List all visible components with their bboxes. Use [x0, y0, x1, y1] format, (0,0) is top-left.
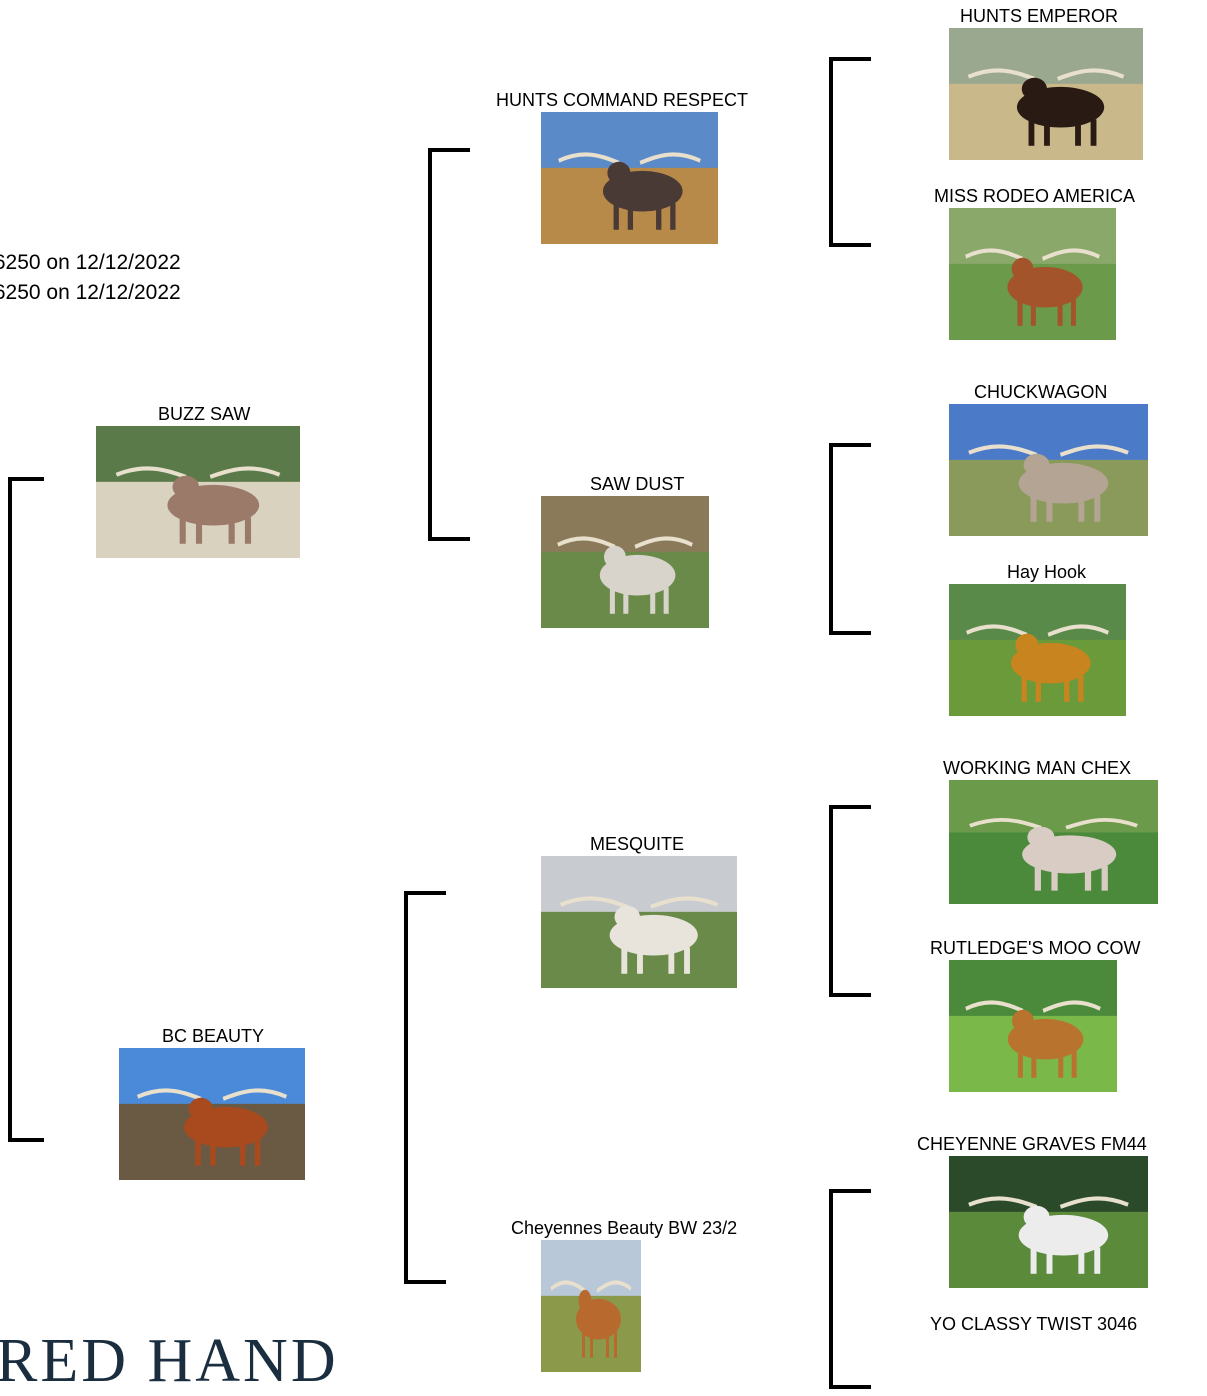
photo-hay-hook[interactable] [949, 584, 1126, 716]
name-working-man-chex: WORKING MAN CHEX [943, 758, 1132, 778]
registration-line-1: .6250 on 12/12/2022 [0, 251, 181, 274]
registration-line-2: .6250 on 12/12/2022 [0, 281, 181, 304]
brand-logo: RED HAND [0, 1327, 339, 1395]
photo-hunts-command-respect[interactable] [541, 112, 718, 244]
photo-chuckwagon[interactable] [949, 404, 1148, 536]
name-bc-beauty: BC BEAUTY [162, 1026, 265, 1046]
name-cheyenne-graves: CHEYENNE GRAVES FM44 [917, 1134, 1147, 1154]
photo-hunts-emperor[interactable] [949, 28, 1143, 160]
photo-cheyenne-graves[interactable] [949, 1156, 1148, 1288]
bracket-main [8, 477, 44, 1142]
registration-info: .6250 on 12/12/2022 .6250 on 12/12/2022 [0, 248, 181, 308]
photo-rutledges-moo-cow[interactable] [949, 960, 1117, 1092]
photo-working-man-chex[interactable] [949, 780, 1158, 904]
name-hunts-emperor: HUNTS EMPEROR [960, 6, 1119, 26]
name-cheyennes-beauty: Cheyennes Beauty BW 23/2 [511, 1218, 738, 1238]
name-miss-rodeo-america: MISS RODEO AMERICA [934, 186, 1136, 206]
photo-buzz-saw[interactable] [96, 426, 300, 558]
photo-saw-dust[interactable] [541, 496, 709, 628]
bracket-cheyennes-beauty [829, 1189, 871, 1389]
name-chuckwagon: CHUCKWAGON [974, 382, 1108, 402]
bracket-mesquite [829, 805, 871, 997]
bracket-hunts-command [829, 57, 871, 247]
photo-cheyennes-beauty[interactable] [541, 1240, 641, 1372]
bracket-dam-side [404, 891, 446, 1284]
photo-bc-beauty[interactable] [119, 1048, 305, 1180]
name-mesquite: MESQUITE [590, 834, 685, 854]
name-rutledges-moo-cow: RUTLEDGE'S MOO COW [930, 938, 1141, 958]
name-hay-hook: Hay Hook [1007, 562, 1087, 582]
photo-mesquite[interactable] [541, 856, 737, 988]
photo-miss-rodeo-america[interactable] [949, 208, 1116, 340]
name-saw-dust: SAW DUST [590, 474, 685, 494]
name-hunts-command-respect: HUNTS COMMAND RESPECT [496, 90, 749, 110]
bracket-sire-side [428, 148, 470, 541]
name-buzz-saw: BUZZ SAW [158, 404, 251, 424]
name-yo-classy-twist: YO CLASSY TWIST 3046 [930, 1314, 1138, 1334]
bracket-saw-dust [829, 443, 871, 635]
